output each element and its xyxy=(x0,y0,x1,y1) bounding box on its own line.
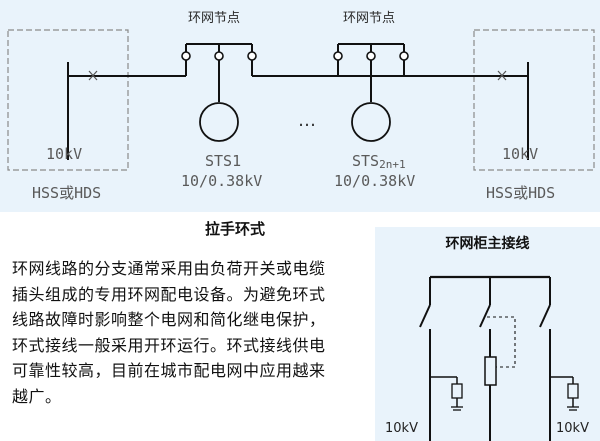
cabinet-branch-left xyxy=(419,277,463,441)
right-ring-node xyxy=(333,43,409,142)
ring-cabinet-svg: 10kV 10kV xyxy=(385,275,589,441)
ring-cabinet-panel: 10kV 10kV 环网柜主接线 xyxy=(375,227,600,441)
diagram-caption: 拉手环式 xyxy=(204,220,265,238)
left-ring-node xyxy=(181,43,257,142)
ring-cabinet-title: 环网柜主接线 xyxy=(445,236,530,252)
sts2n1-transformer xyxy=(351,102,391,142)
voltage-left-label: 10kV xyxy=(46,145,82,163)
sts1-voltage: 10/0.38kV xyxy=(181,172,262,190)
paragraph-line: 环网线路的分支通常采用由负荷开关或电缆 xyxy=(12,259,326,278)
fuse-icon xyxy=(484,356,497,386)
sts2n1-name: STS2n+1 xyxy=(352,152,406,171)
sts2n1-voltage: 10/0.38kV xyxy=(334,172,415,190)
ring-node-label-right: 环网节点 xyxy=(343,11,395,26)
left-breaker-mark xyxy=(88,70,98,81)
ring-network-svg: … 环网节点 环网节点 10kV 10kV HSS或HDS HSS或HDS ST… xyxy=(7,11,595,202)
paragraph-line: 越广。 xyxy=(12,386,62,406)
cabinet-branch-right xyxy=(539,277,579,441)
paragraph-line: 插头组成的专用环网配电设备。为避免环式 xyxy=(12,284,326,304)
description-paragraph: 环网线路的分支通常采用由负荷开关或电缆 插头组成的专用环网配电设备。为避免环式 … xyxy=(12,256,374,409)
voltage-right-label: 10kV xyxy=(502,145,538,163)
right-breaker-mark xyxy=(497,70,507,81)
paragraph-line: 可靠性较高，目前在城市配电网中应用越来 xyxy=(12,361,326,380)
sts1-transformer xyxy=(199,102,239,142)
left-station-box xyxy=(7,29,129,171)
station-right-label: HSS或HDS xyxy=(486,184,555,202)
cabinet-branch-middle xyxy=(479,277,516,441)
right-station-box xyxy=(473,29,595,171)
ellipsis: … xyxy=(298,110,316,131)
ring-network-diagram: … 环网节点 环网节点 10kV 10kV HSS或HDS HSS或HDS ST… xyxy=(0,0,600,212)
interlock-dashed xyxy=(487,316,516,368)
cabinet-voltage-right: 10kV xyxy=(556,421,589,436)
cabinet-voltage-left: 10kV xyxy=(385,421,418,436)
ring-node-label-left: 环网节点 xyxy=(188,11,240,26)
sts1-name: STS1 xyxy=(205,152,241,170)
paragraph-line: 环式接线一般采用开环运行。环式接线供电 xyxy=(12,335,326,355)
paragraph-line: 线路故障时影响整个电网和简化继电保护， xyxy=(12,310,326,329)
station-left-label: HSS或HDS xyxy=(32,184,101,202)
